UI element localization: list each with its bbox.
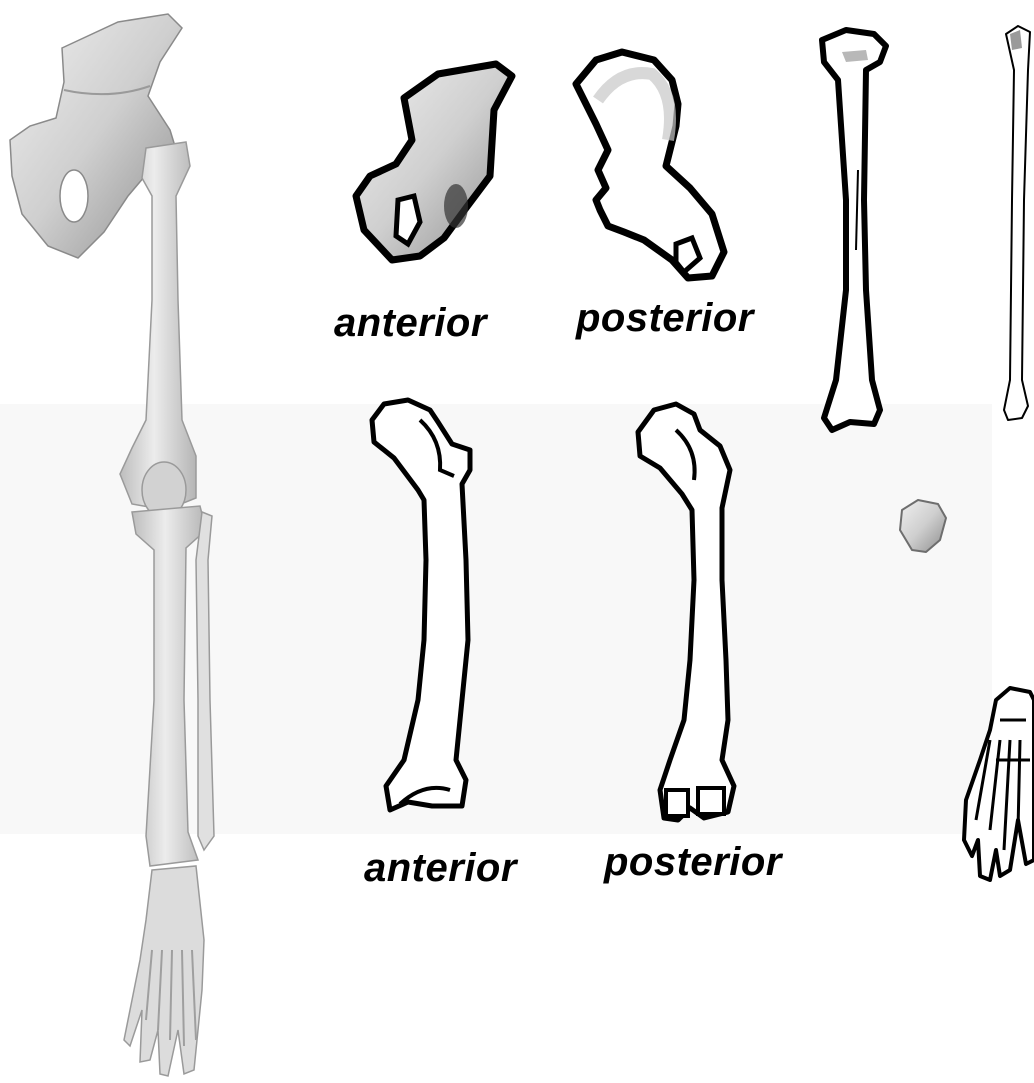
skeleton-tibia xyxy=(132,506,206,866)
femur-anterior-shape xyxy=(372,400,470,810)
skeleton-fibula xyxy=(196,512,214,850)
hip-anterior-shape xyxy=(356,64,512,260)
foot-shape xyxy=(964,688,1034,880)
tibia-shape xyxy=(822,30,886,430)
label-femur-posterior: posterior xyxy=(604,842,782,882)
femur-anterior xyxy=(372,400,470,810)
label-hip-anterior: anterior xyxy=(334,303,487,343)
femur-posterior-condyle-left xyxy=(666,790,688,816)
femur-posterior xyxy=(638,404,734,820)
hip-anterior-acetabulum xyxy=(444,184,468,228)
hip-posterior-shape xyxy=(576,52,724,278)
patella-shape xyxy=(900,500,946,552)
hip-bone-anterior xyxy=(356,64,512,260)
femur-posterior-condyle-right xyxy=(698,788,724,814)
label-femur-anterior: anterior xyxy=(364,848,517,888)
femur-posterior-shape xyxy=(638,404,734,820)
label-hip-posterior: posterior xyxy=(576,298,754,338)
tibia-head-shading xyxy=(842,50,868,62)
patella xyxy=(900,500,946,552)
fibula-shape xyxy=(1004,26,1030,420)
fibula-outline xyxy=(1004,26,1030,420)
skeleton-obturator-foramen xyxy=(60,170,88,222)
hip-bone-posterior xyxy=(576,52,724,278)
skeleton-femur xyxy=(120,142,196,510)
tibia-outline xyxy=(822,30,886,430)
full-leg-skeleton xyxy=(10,14,214,1076)
foot-outline xyxy=(964,688,1034,880)
